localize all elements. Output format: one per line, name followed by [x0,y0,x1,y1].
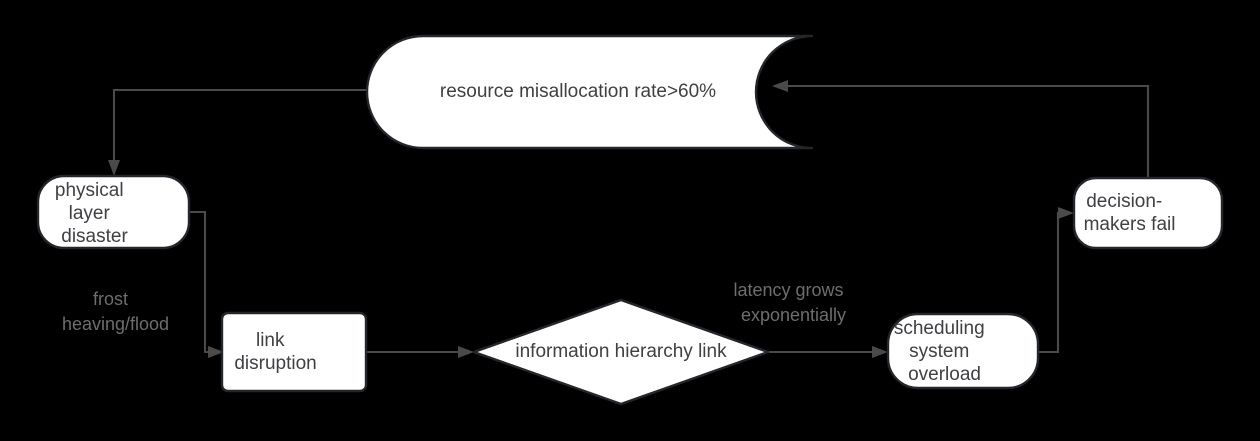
node-shape-diamond[interactable] [472,298,770,406]
edge-label-latency-grows-exponentially: latency grows exponentially [733,280,888,325]
node-shape-stadium-concave[interactable] [365,34,814,150]
edge-path [784,84,1150,178]
node-link-disruption[interactable]: link disruption [220,311,368,393]
arrowhead [872,346,888,358]
node-label: information hierarchy link [515,341,727,362]
node-shape-rounded-rect[interactable] [36,174,191,250]
node-shape-rounded-rect[interactable] [1072,176,1224,250]
node-label: resource misallocation rate>60% [440,81,716,102]
node-scheduling-system-overload[interactable]: scheduling system overload [886,312,1040,390]
node-resource-misallocation[interactable]: resource misallocation rate>60% [365,34,814,150]
node-label: physical layer disaster [55,180,171,247]
arrowhead [1058,207,1074,219]
node-physical-layer-disaster[interactable]: physical layer disaster [36,174,191,250]
edge-link-to-hierarchy [366,346,474,358]
arrowhead [772,80,788,92]
arrowhead [208,346,224,358]
arrowhead [108,160,120,176]
node-label: link disruption [234,330,353,374]
node-label: decision- makers fail [1084,191,1213,235]
node-decision-makers-fail[interactable]: decision- makers fail [1072,176,1224,250]
node-shape-rect[interactable] [220,311,368,393]
edge-physical-to-link: frost heaving/flood [62,210,224,358]
edge-label-frost-heaving-flood: frost heaving/flood [62,289,204,334]
node-shape-rounded-rect[interactable] [886,312,1040,390]
edge-scheduling-to-decision [1038,207,1074,354]
edge-path [1038,211,1062,354]
edge-resource-to-physical [108,88,368,176]
node-label: scheduling system overload [894,318,1032,385]
edge-hierarchy-to-scheduling: latency grows exponentially [733,280,888,358]
arrowhead [458,346,474,358]
edge-path [112,88,368,164]
edge-decision-to-resource [772,80,1150,178]
node-information-hierarchy-link[interactable]: information hierarchy link [472,298,770,406]
